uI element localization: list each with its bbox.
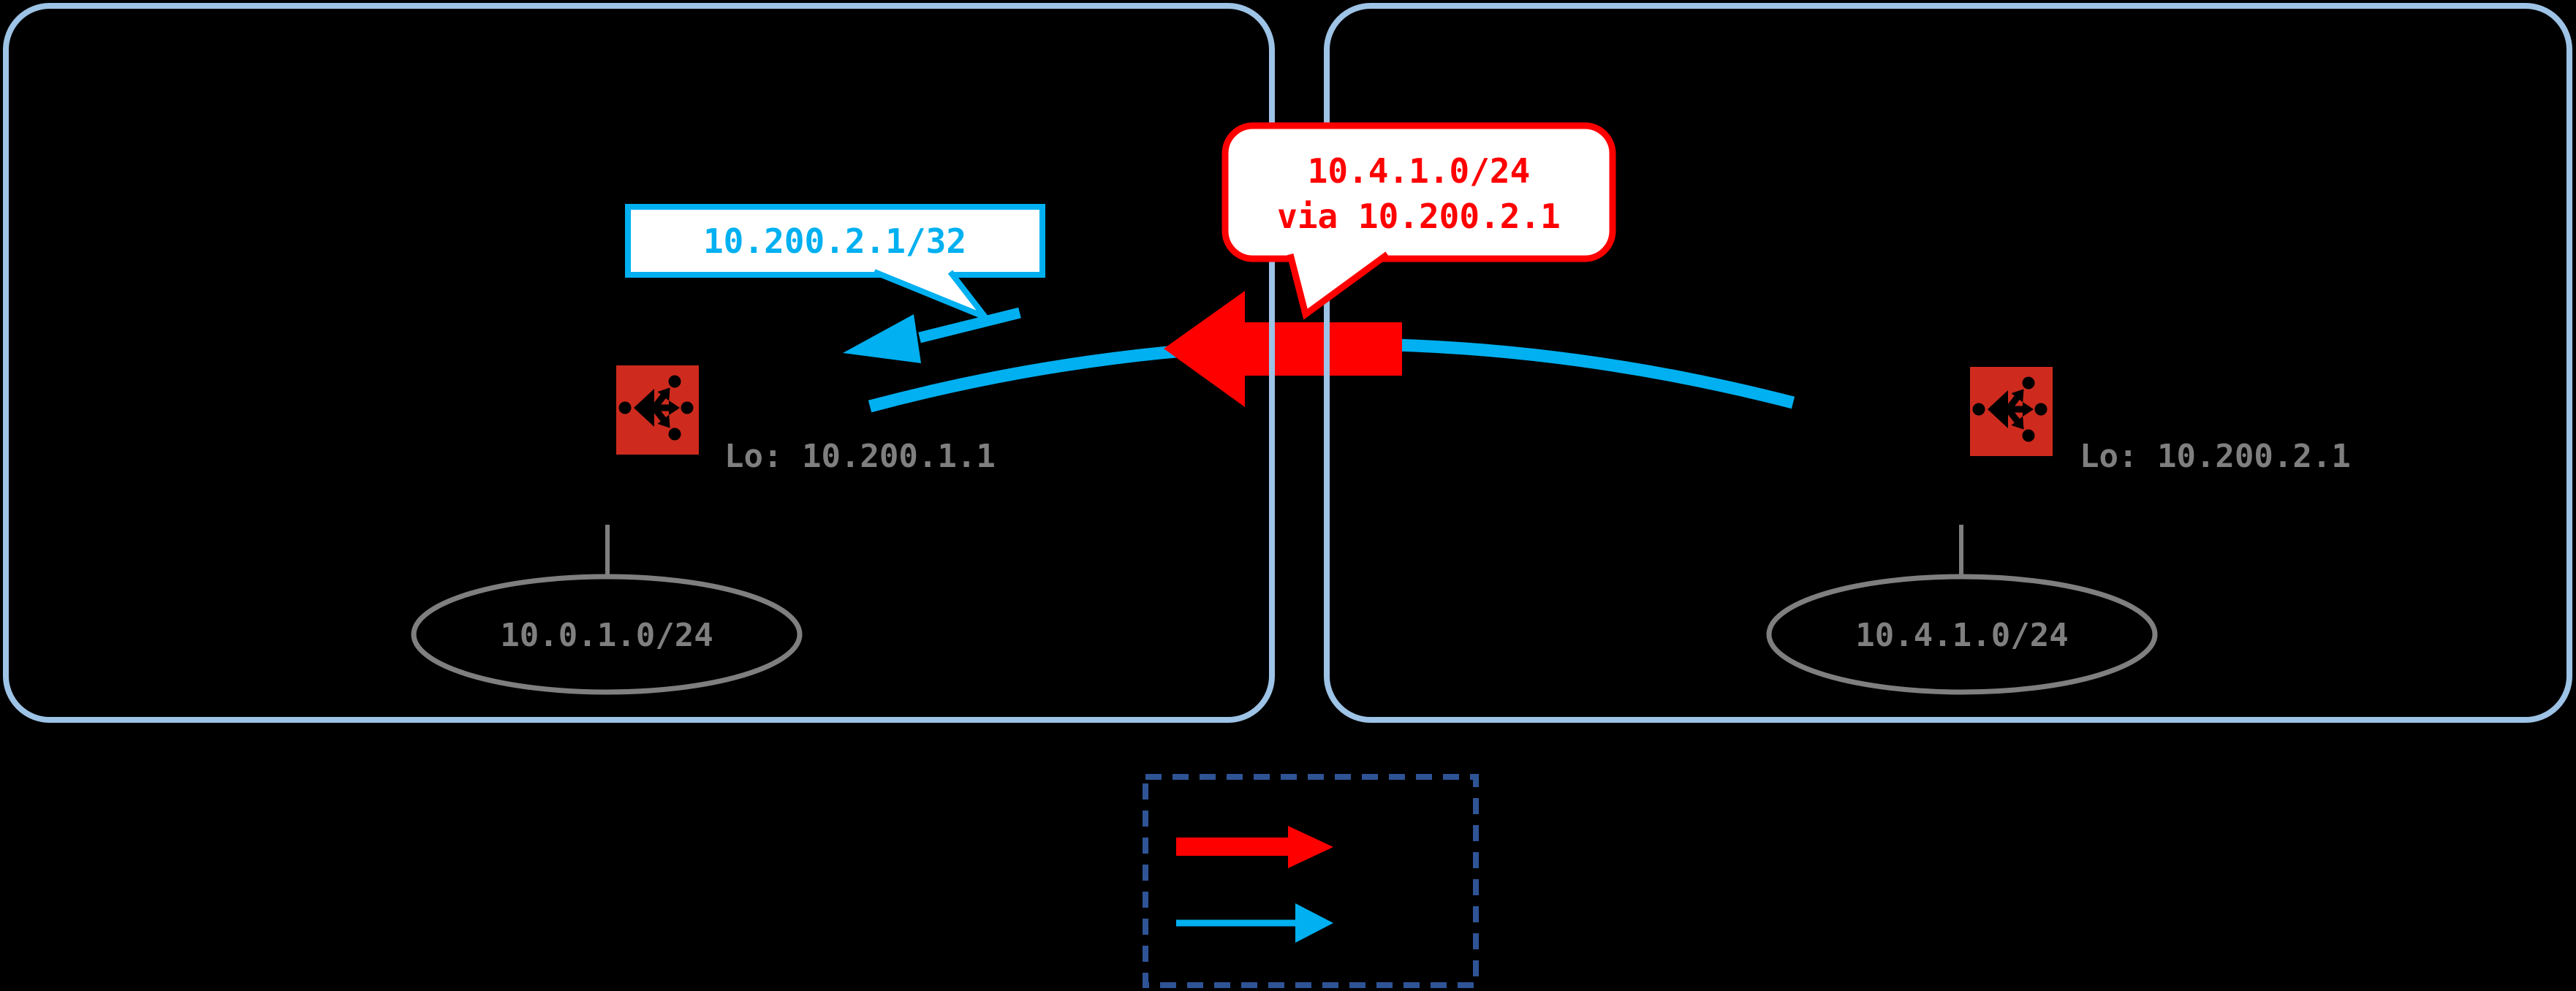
- left-subnet-ellipse: [411, 574, 803, 695]
- left-site-box: [3, 3, 1275, 723]
- legend: [1143, 774, 1479, 988]
- left-subnet-label: 10.0.1.0/24: [500, 617, 713, 654]
- right-subnet-label: 10.4.1.0/24: [1855, 617, 2068, 654]
- advertised-route-callout-line1: 10.4.1.0/24: [1308, 151, 1531, 191]
- red-right-arrow-icon: [1176, 826, 1333, 868]
- legend-box: [1143, 774, 1479, 988]
- loopback-route-arrow: [843, 307, 1021, 363]
- advertised-route-callout-line2: via 10.200.2.1: [1277, 197, 1561, 236]
- right-subnet-ellipse: [1766, 574, 2158, 695]
- advertised-route-callout: 10.4.1.0/24 via 10.200.2.1: [1221, 122, 1616, 320]
- cyan-right-arrow-icon: [1176, 903, 1333, 943]
- left-loopback-label: Lo: 10.200.1.1: [724, 438, 996, 475]
- loopback-route-callout: 10.200.2.1/32: [625, 204, 1045, 324]
- right-loopback-label: Lo: 10.200.2.1: [2080, 438, 2351, 475]
- router-icon: [616, 365, 699, 455]
- router-icon: [1970, 367, 2053, 456]
- loopback-route-callout-text: 10.200.2.1/32: [703, 221, 966, 261]
- right-site-box: [1324, 3, 2572, 723]
- advertised-route-arrow: [1164, 291, 1402, 407]
